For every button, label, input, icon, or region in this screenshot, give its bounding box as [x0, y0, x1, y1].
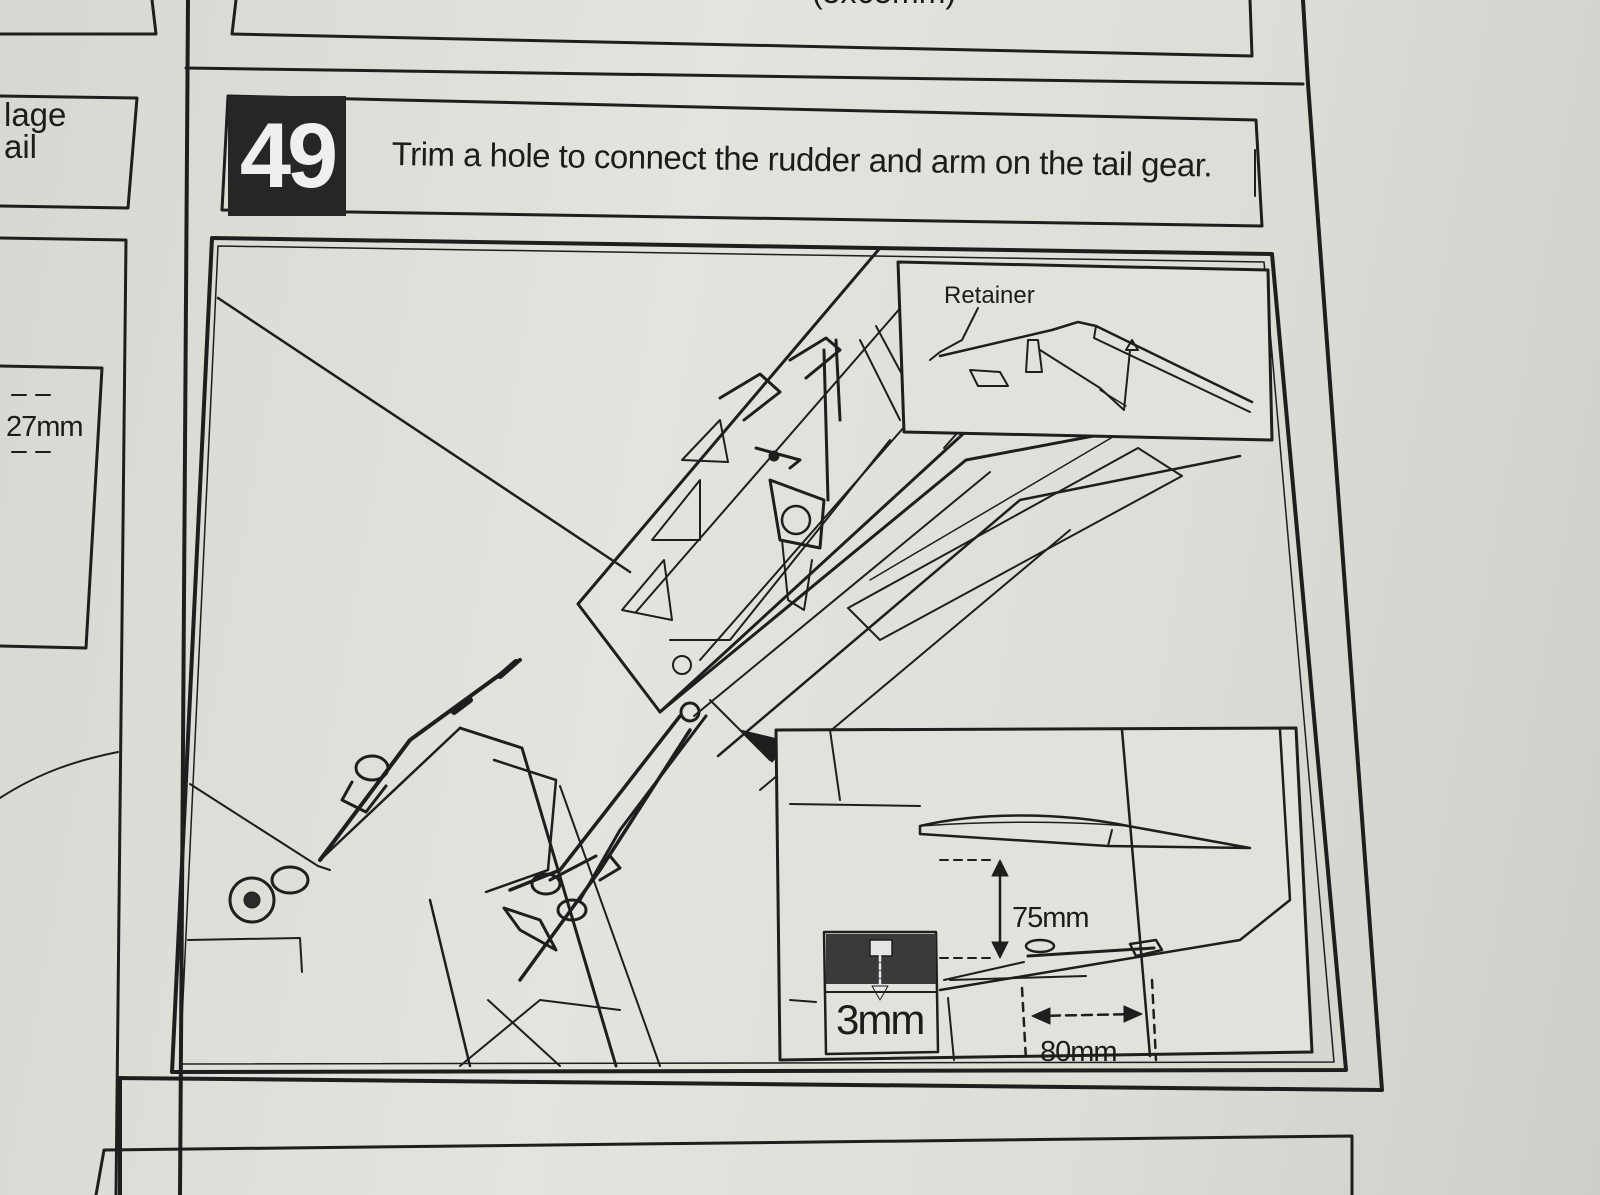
hole-dimension-label: 3mm	[836, 996, 925, 1043]
retainer-inset-frame	[896, 260, 1274, 442]
left-panel-box	[0, 94, 139, 210]
page-divider-line	[178, 0, 190, 1195]
illustration-frame	[170, 236, 1348, 1074]
step-number: 49	[228, 96, 346, 216]
top-panel-text-fragment: (5x65mm)	[812, 0, 956, 11]
left-panel-text-line-2: ail	[4, 128, 38, 165]
hole-size-box	[822, 930, 940, 1056]
vertical-dimension-label: 75mm	[1012, 902, 1090, 934]
upper-panel-box	[230, 0, 1254, 58]
left-panel-dimension-label: 27mm	[6, 411, 84, 443]
left-panel-text-line-1: lage	[4, 96, 67, 133]
horizontal-dimension-label: 80mm	[1040, 1036, 1118, 1068]
retainer-label: Retainer	[944, 282, 1035, 309]
step-title-frame	[220, 94, 1264, 228]
